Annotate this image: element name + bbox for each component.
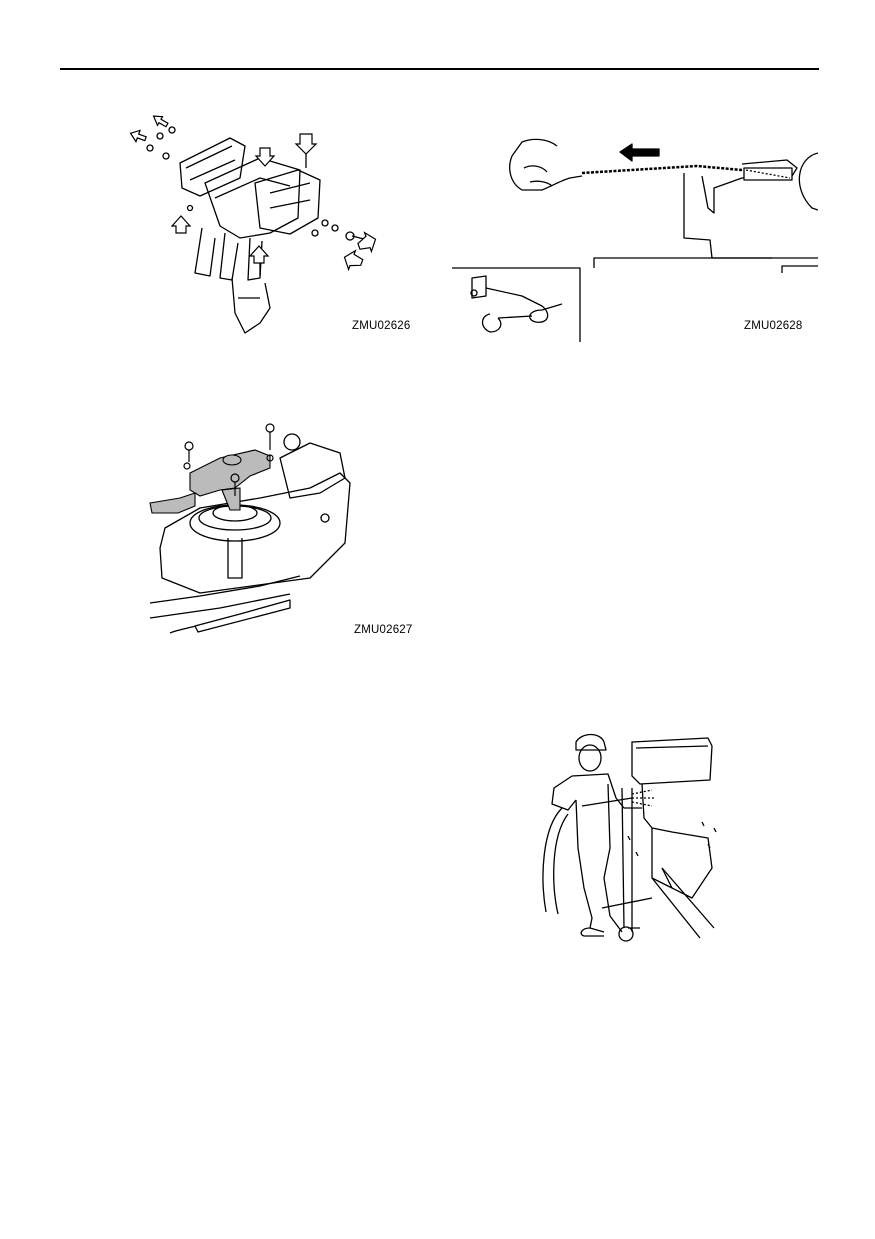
figure-caption: ZMU02627 [354,624,413,636]
figure-gearcase-cover [120,108,420,340]
recoil-starter-illustration [149,423,351,634]
figure-recoil-starter [140,418,380,642]
washing-outboard-illustration [542,733,717,942]
figure-washing-outboard [532,728,732,942]
figure-caption: ZMU02628 [744,320,803,332]
figure-starter-rope [452,128,818,342]
header-rule [60,68,819,70]
figure-caption: ZMU02626 [352,320,411,332]
starter-rope-illustration [452,138,818,342]
gearcase-exploded-illustration [129,115,377,334]
